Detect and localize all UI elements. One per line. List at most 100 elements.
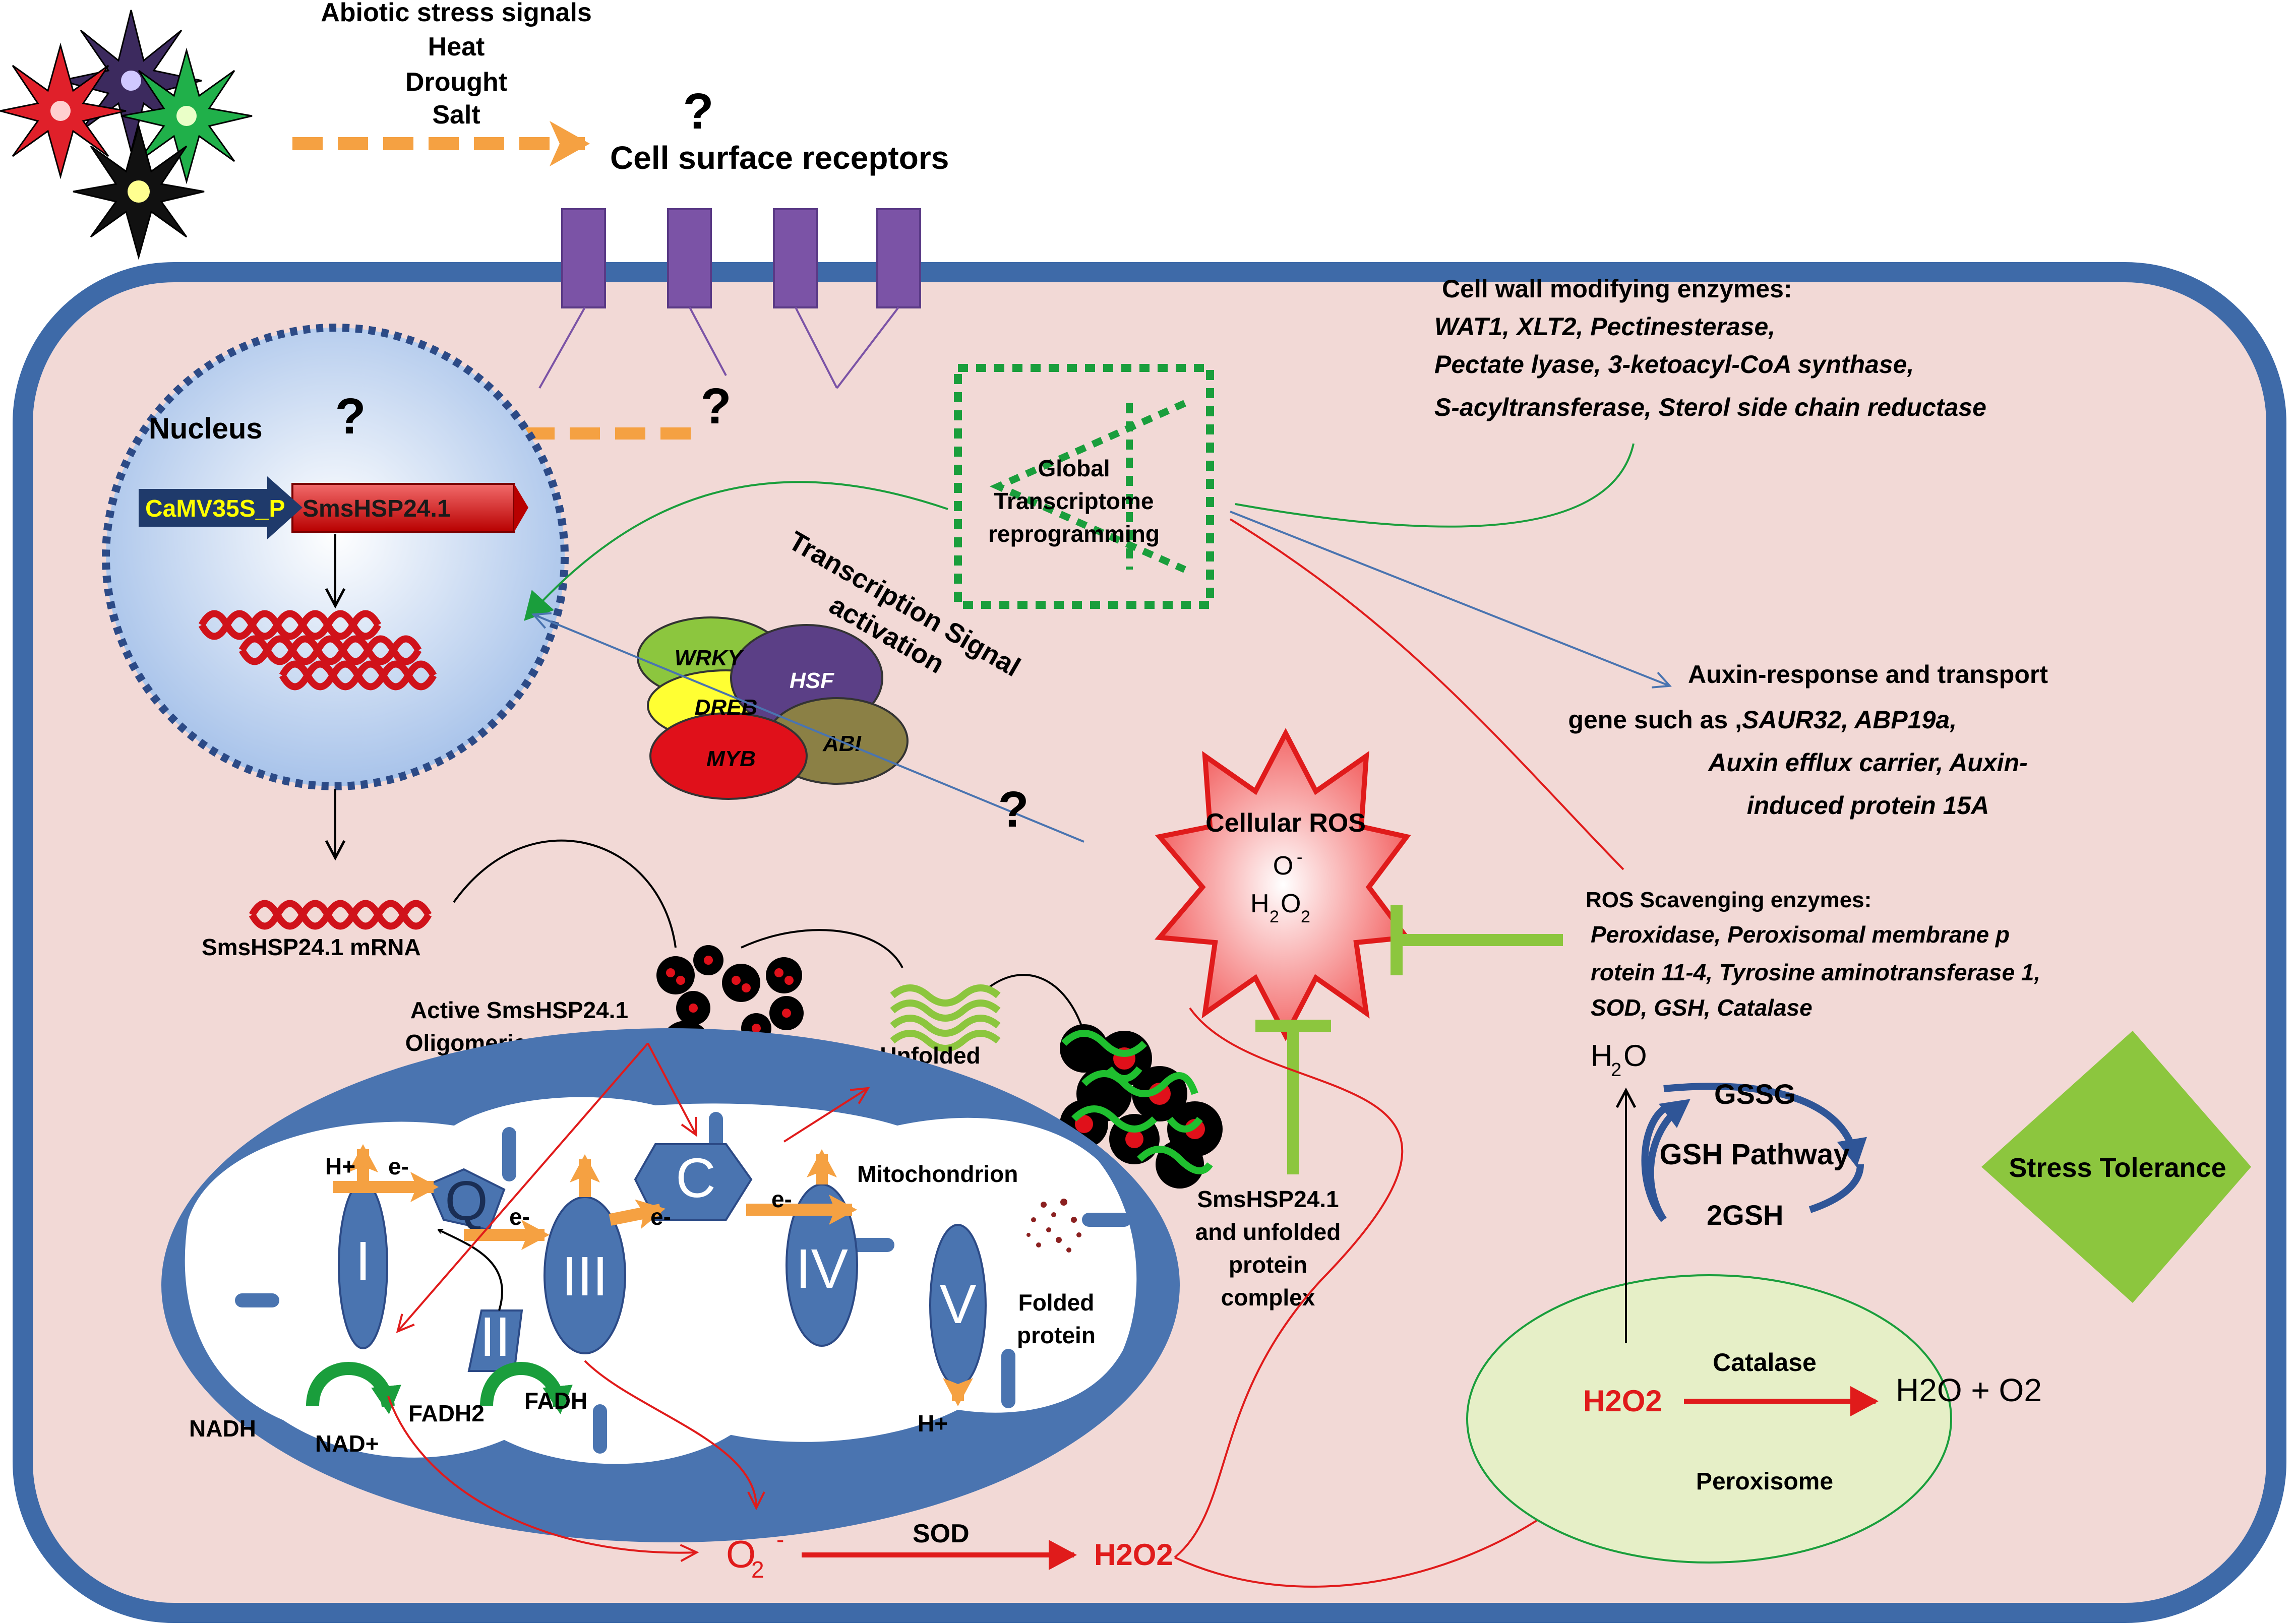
svg-text:GSSG: GSSG [1714, 1078, 1796, 1110]
svg-text:O: O [1281, 889, 1301, 918]
svg-text:Peroxidase, Peroxisomal membra: Peroxidase, Peroxisomal membrane p [1591, 921, 2010, 948]
svg-text:FADH2: FADH2 [408, 1400, 485, 1426]
hsp-complex-icon [1060, 1024, 1223, 1189]
stress-tolerance-label: Stress Tolerance [2009, 1153, 2226, 1183]
svg-text:NAD+: NAD+ [315, 1430, 379, 1457]
svg-text:e-: e- [771, 1186, 792, 1212]
transcription-factor-cluster: WRKY HSF DREB MYB ABI [637, 616, 909, 800]
transcriptome-to-ros-scavenging-line [1229, 518, 1624, 870]
mitochondrion [161, 1028, 1180, 1542]
svg-text:Drought: Drought [405, 68, 507, 97]
svg-text:H+: H+ [325, 1153, 355, 1179]
svg-text:e-: e- [388, 1153, 409, 1179]
peroxisome [1466, 1274, 1952, 1564]
cell-surface-receptors [538, 208, 921, 389]
hsp-complex-inhibition [1255, 1020, 1331, 1174]
svg-text:-: - [776, 1526, 784, 1552]
gsh-pathway-labels: GSSG GSH Pathway 2GSH [1659, 1078, 1849, 1231]
transcriptome-to-auxin-arrow [1230, 511, 1669, 685]
cell-wall-enzymes: Cell wall modifying enzymes: WAT1, XLT2,… [1434, 275, 1986, 421]
svg-text:2: 2 [1270, 907, 1279, 926]
global-transcriptome-box: Global Transcriptome reprogramming [954, 364, 1214, 609]
svg-text:FADH: FADH [524, 1388, 587, 1414]
etc-complexes: I Q II III C IV V [338, 1143, 987, 1387]
nadh-cycle-arrow [306, 1362, 401, 1414]
transcriptome-to-nucleus-curve [524, 481, 948, 621]
tf-myb [649, 712, 808, 800]
superoxide-label: O 2 - [726, 1526, 784, 1583]
peroxisome-h2o2: H2O2 [1583, 1384, 1662, 1418]
svg-text:Auxin-response and transport: Auxin-response and transport [1688, 660, 2048, 689]
svg-text:and unfolded: and unfolded [1195, 1219, 1341, 1245]
cytoplasmic-mrna [249, 900, 432, 930]
transcriptome-to-cellwall-curve [1235, 443, 1635, 528]
svg-text:WAT1, XLT2, Pectinesterase,: WAT1, XLT2, Pectinesterase, [1434, 313, 1775, 341]
cofactor-labels: NADH NAD+ FADH2 FADH [189, 1388, 587, 1457]
svg-text:S-acyltransferase, Sterol side: S-acyltransferase, Sterol side chain red… [1434, 393, 1986, 421]
ros-signal-question-mark: ? [998, 781, 1029, 838]
gsh-h2o-label: H 2 O [1591, 1039, 1647, 1081]
svg-text:complex: complex [1221, 1284, 1315, 1310]
svg-text:Q: Q [445, 1170, 488, 1232]
receptors-label: Cell surface receptors [610, 140, 949, 176]
mrna-cluster [198, 610, 437, 691]
oligomer-to-unfolded-curve [741, 929, 903, 968]
svg-text:HSF: HSF [790, 668, 834, 693]
svg-text:GSH Pathway: GSH Pathway [1659, 1138, 1849, 1171]
unfolded-protein-icon [890, 984, 1001, 1052]
svg-text:-: - [1297, 848, 1302, 867]
receptor-question-mark: ? [683, 83, 713, 140]
svg-text:e-: e- [650, 1204, 671, 1230]
svg-text:Cellular ROS: Cellular ROS [1205, 808, 1366, 838]
gene-construct: CaMV35S_P SmsHSP24.1 [139, 476, 528, 539]
svg-text:MYB: MYB [706, 746, 756, 771]
svg-text:protein: protein [1229, 1252, 1307, 1278]
catalase-product: H2O + O2 [1896, 1372, 2042, 1408]
nucleus-label: Nucleus [149, 412, 263, 445]
stress-signals-label: Abiotic stress signals Heat Drought Salt [321, 0, 592, 130]
mitochondrion-label: Mitochondrion [857, 1161, 1018, 1187]
mrna-to-oligomer-curve [453, 839, 677, 948]
svg-text:Global: Global [1038, 455, 1110, 481]
svg-text:Pectate lyase, 3-ketoacyl-CoA: Pectate lyase, 3-ketoacyl-CoA synthase, [1434, 350, 1914, 379]
svg-text:Heat: Heat [428, 32, 485, 61]
complex-label: SmsHSP24.1 and unfolded protein complex [1195, 1186, 1341, 1310]
svg-text:reprogramming: reprogramming [988, 521, 1160, 547]
svg-text:SOD, GSH, Catalase: SOD, GSH, Catalase [1591, 994, 1813, 1021]
catalase-label: Catalase [1713, 1348, 1817, 1377]
fadh-cycle-arrow [480, 1362, 573, 1414]
gsh-cycle-top [1663, 1083, 1867, 1167]
svg-text:III: III [562, 1245, 608, 1307]
electron-labels: e- e- e- e- H+ H+ [325, 1153, 948, 1436]
svg-text:WRKY: WRKY [675, 646, 744, 670]
svg-text:O: O [1273, 851, 1293, 881]
auxin-genes: Auxin-response and transport gene such a… [1568, 660, 2048, 820]
mrna-label: SmsHSP24.1 mRNA [202, 934, 421, 960]
svg-text:Cell wall modifying enzymes:: Cell wall modifying enzymes: [1442, 275, 1792, 303]
cellular-ros-burst: Cellular ROS O - H 2 O 2 [1154, 728, 1412, 1041]
svg-text:NADH: NADH [189, 1415, 256, 1442]
ros-scavenging-inhibition [1391, 905, 1563, 975]
svg-text:2GSH: 2GSH [1707, 1199, 1784, 1231]
gene-label: SmsHSP24.1 [303, 495, 451, 522]
folded-protein-icon [1026, 1199, 1081, 1253]
svg-text:Transcriptome: Transcriptome [994, 488, 1154, 514]
svg-text:e-: e- [509, 1204, 530, 1230]
svg-text:SAUR32, ABP19a,: SAUR32, ABP19a, [1742, 706, 1957, 734]
stress-tolerance-diamond [1981, 1031, 2251, 1303]
svg-text:induced protein 15A: induced protein 15A [1747, 791, 1989, 820]
ros-scavenging-enzymes: ROS Scavenging enzymes: Peroxidase, Pero… [1586, 888, 2040, 1021]
bottom-h2o2-label: H2O2 [1094, 1538, 1173, 1572]
svg-text:SmsHSP24.1: SmsHSP24.1 [1197, 1186, 1339, 1212]
signal-question-mark: ? [700, 378, 731, 434]
svg-text:H: H [1250, 889, 1270, 918]
svg-text:Salt: Salt [432, 100, 480, 130]
svg-text:Abiotic stress signals: Abiotic stress signals [321, 0, 592, 27]
ros-to-nucleus-arrow [534, 615, 1084, 843]
svg-text:O: O [726, 1533, 756, 1576]
svg-text:2: 2 [751, 1556, 764, 1583]
svg-text:rotein 11-4, Tyrosine aminotra: rotein 11-4, Tyrosine aminotransferase 1… [1591, 959, 2040, 985]
svg-text:ROS Scavenging enzymes:: ROS Scavenging enzymes: [1586, 888, 1871, 912]
svg-text:V: V [939, 1273, 976, 1335]
svg-text:DREB: DREB [695, 695, 758, 720]
